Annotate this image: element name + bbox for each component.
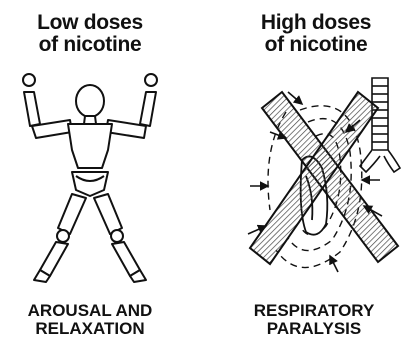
left-ball-icon [23, 74, 35, 86]
low-dose-caption-line2: RELAXATION [0, 320, 180, 338]
low-dose-caption-line1: AROUSAL AND [0, 302, 180, 320]
right-ball-icon [145, 74, 157, 86]
pressure-arrow-icon [330, 256, 338, 272]
high-dose-caption: RESPIRATORY PARALYSIS [222, 302, 406, 338]
figure-head [76, 85, 104, 117]
mannequin-figure-icon [23, 74, 157, 282]
low-dose-caption: AROUSAL AND RELAXATION [0, 302, 180, 338]
high-dose-caption-line2: PARALYSIS [222, 320, 406, 338]
high-dose-caption-line1: RESPIRATORY [222, 302, 406, 320]
